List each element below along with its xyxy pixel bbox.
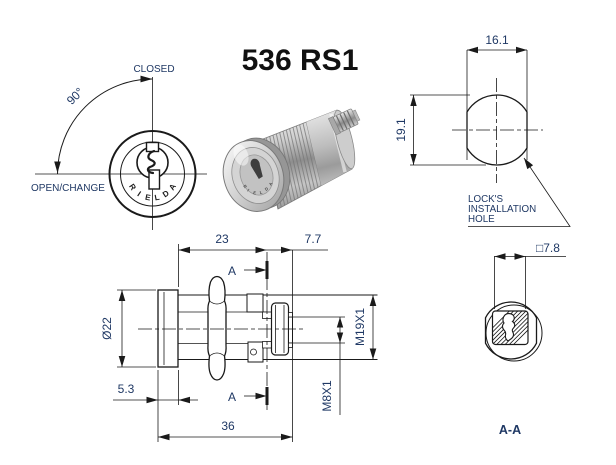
cam-plate [247,341,264,363]
photo-brand-letters: R I E L D A [242,181,273,195]
side-view: A A 23 7.7 Ø22 5.3 36 M19X1 [100,232,378,442]
lock-outer-circle [108,130,197,218]
dim-23: 23 [215,232,229,246]
dim-19-1: 19.1 [394,118,408,142]
arrowhead-icon [410,95,417,106]
stub-tab [288,312,293,318]
dim-16-1: 16.1 [485,33,509,47]
brand-letter: A [268,181,274,186]
brand-letter: L [154,193,161,203]
leader-line [468,157,571,227]
brand-letter: R [127,182,138,192]
arrowhead-icon [369,295,377,306]
photo-keyway [250,158,263,179]
tail-stub [288,316,293,344]
arrowhead-open-icon [54,161,61,173]
installation-hole-view: 16.1 19.1 LOCK'S INSTALLATION HOLE [394,33,571,227]
brand-letter: L [259,190,263,195]
brand-letter: I [246,188,250,193]
section-label-a-a: A-A [499,423,521,437]
dim-diameter-22: Ø22 [100,317,114,340]
front-view: 90° CLOSED OPEN/CHANGE R I E L D A [31,64,207,230]
face-highlight [233,144,249,166]
page-title: 536 RS1 [242,44,359,77]
arrowhead-icon [255,266,267,274]
arrowhead-icon [516,46,527,54]
arrowhead-icon [158,433,170,441]
dim-36: 36 [221,419,235,433]
arrowhead-icon [178,246,190,254]
arrowhead-icon [336,332,344,343]
section-marker-a-bottom: A [228,390,236,404]
install-hole-shape [466,94,528,166]
brand-letter: I [136,190,143,199]
nut-outline [207,275,227,381]
cam-stop [246,293,264,313]
arrowhead-icon [524,158,534,170]
install-note-line1: LOCK'S [468,194,504,205]
section-view: □7.8 A-A [484,241,566,437]
arrowhead-icon [146,396,158,404]
keyway [136,141,169,190]
closed-label: CLOSED [133,64,174,75]
brand-letter: D [161,188,171,199]
section-marker-a-top: A [228,264,236,278]
arrowhead-icon [118,356,126,367]
arrowhead-icon [514,253,526,260]
brand-letter: D [264,186,269,192]
product-photo: R I E L D A [222,108,361,212]
arrowhead-icon [281,246,292,254]
arrowhead-icon [467,46,478,54]
arrowhead-icon [369,348,377,360]
arrowhead-closed-icon [140,75,153,83]
brand-letter: R [242,184,248,189]
tail-stub-photo [327,108,361,136]
brand-letter: A [167,182,178,192]
arrowhead-icon [410,154,417,165]
dim-7-7: 7.7 [305,232,322,246]
stub-tab [288,342,293,348]
dim-5-3: 5.3 [118,382,135,396]
rotation-arc [57,78,153,175]
arrowhead-icon [178,396,190,404]
angle-90-label: 90° [64,85,87,108]
thread-m8x1: M8X1 [320,380,334,412]
arrowhead-icon [336,317,344,328]
nut-facet-lines [209,300,225,357]
install-note-line2: INSTALLATION [468,204,536,215]
brand-letter: E [253,190,257,196]
brand-letter: E [144,193,152,203]
open-change-label: OPEN/CHANGE [31,183,105,194]
brand-ring: R I E L D A [127,182,178,203]
cam-hole [250,348,257,356]
arrowhead-icon [255,246,267,254]
arrowhead-icon [494,253,506,260]
flange-outline [157,289,179,368]
thread-m19x1: M19X1 [353,308,367,346]
arrowhead-icon [281,433,293,441]
dim-square-7-8: □7.8 [536,241,560,255]
section-nut-outline [484,301,538,360]
section-keyway-cutout [501,313,516,342]
install-note-line3: HOLE [468,214,495,225]
arrowhead-icon [255,392,267,400]
arrowhead-icon [118,290,126,301]
key-profile-squiggle [146,149,156,175]
